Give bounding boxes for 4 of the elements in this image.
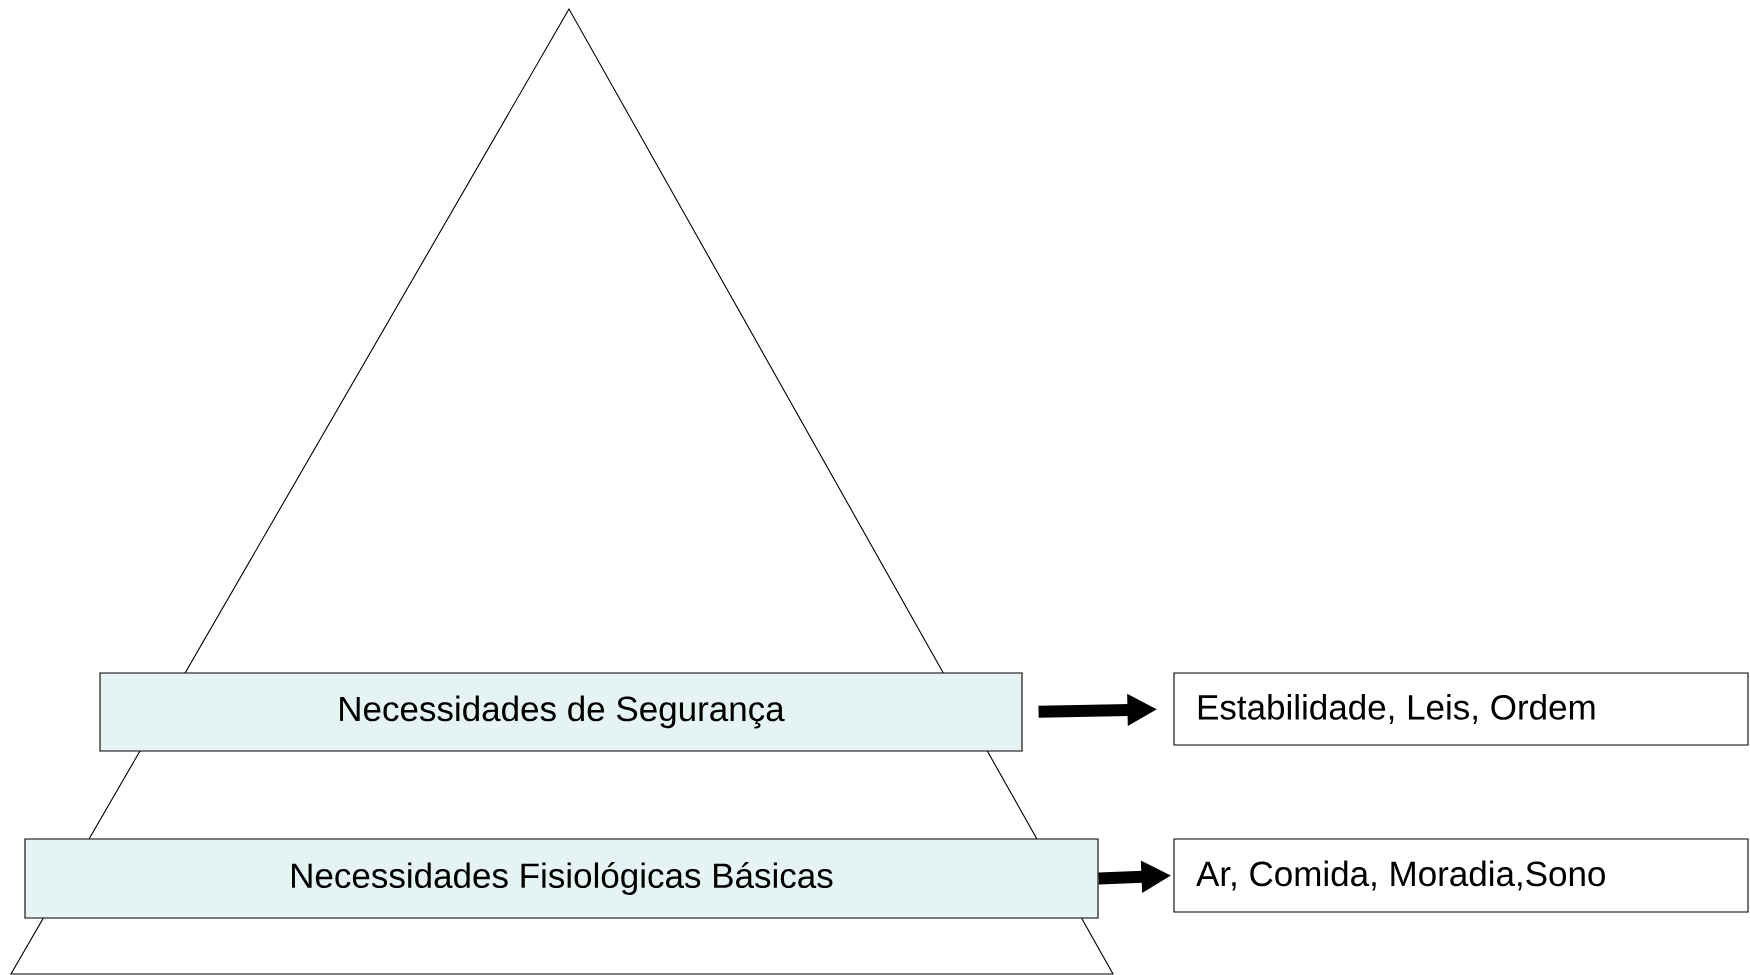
- example-box: Ar, Comida, Moradia,Sono: [1173, 838, 1749, 913]
- level-box: Necessidades Fisiológicas Básicas: [24, 838, 1099, 919]
- level-box: Necessidades de Segurança: [99, 672, 1023, 752]
- example-box: Estabilidade, Leis, Ordem: [1173, 672, 1749, 746]
